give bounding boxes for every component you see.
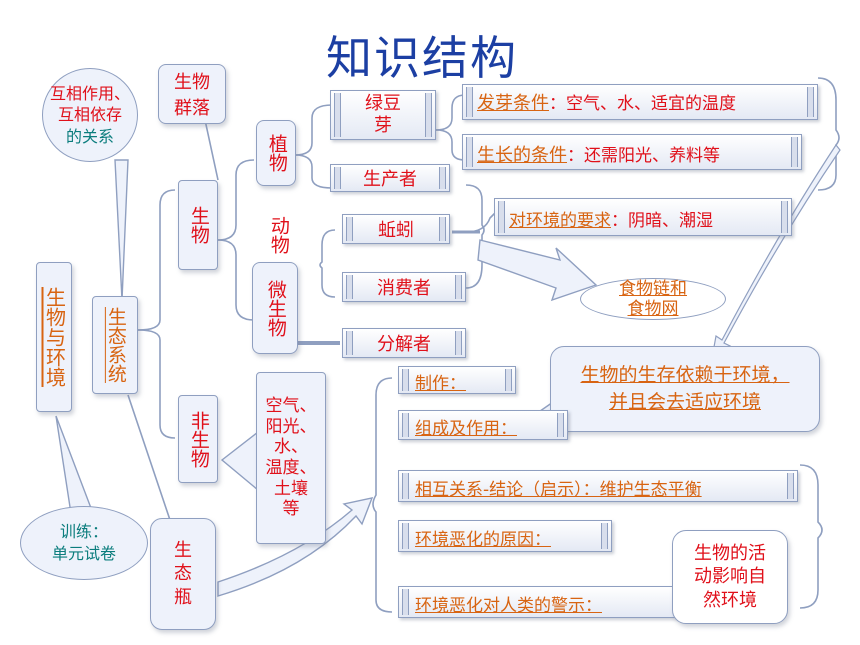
activity-callout: 生物的活 动影响自 然环境 (672, 530, 788, 624)
mung-bean-node: 绿豆 芽 (330, 90, 436, 140)
bottle-item-composition: 组成及作用： (398, 410, 568, 440)
training-line-2: 单元试卷 (51, 544, 116, 563)
eco-bottle-char-3: 瓶 (174, 586, 192, 608)
factor-air: 空气、 (265, 395, 317, 416)
page-title: 知识结构 (326, 31, 518, 85)
eco-bottle-node: 生 态 瓶 (150, 518, 216, 630)
tail-training (55, 415, 95, 521)
arrow-bottle-items (217, 497, 374, 597)
nonliving-factors-node: 空气、 阳光、 水、 温度、 土壤 等 (256, 372, 326, 544)
bottle-item-make-label: 制作： (415, 374, 466, 394)
ecosystem-label: 生态系统 (104, 307, 127, 383)
dependence-line-1: 生物的生存依赖于环境， (580, 364, 790, 387)
relations-callout: 互相作用、 互相依存 的关系 (42, 68, 138, 162)
eco-bottle-char-2: 态 (174, 563, 192, 585)
food-chain-node: 食物链和 食物网 (580, 278, 726, 320)
mung-bean-line-2: 芽 (374, 115, 392, 136)
nonbiology-node: 非生物 (178, 395, 218, 483)
bottle-item-make: 制作： (398, 366, 516, 394)
bottle-item-degradation-warning-label: 环境恶化对人类的警示： (415, 596, 602, 616)
community-line-1: 生物 (174, 72, 210, 93)
brace-ecosystem-upper (137, 189, 176, 331)
producer-node: 生产者 (330, 164, 450, 192)
animals-label: 动物 (267, 216, 290, 254)
growth-condition: 生长的条件：还需阳光、养料等 (462, 134, 802, 170)
dependence-callout: 生物的生存依赖于环境， 并且会去适应环境 (550, 346, 820, 432)
activity-line-1: 生物的活 (694, 542, 766, 564)
relations-line-1: 互相作用、 (49, 83, 130, 103)
bottle-item-relation: 相互关系-结论（启示）：维护生态平衡 (398, 470, 798, 502)
producer-label: 生产者 (363, 169, 417, 190)
factor-soil: 土壤 (274, 478, 308, 499)
ecosystem-node: 生态系统 (92, 296, 138, 394)
microbes-node: 微生物 (252, 262, 298, 354)
brace-ecosystem-lower (137, 329, 176, 439)
bottle-item-relation-label: 相互关系-结论（启示）：维护生态平衡 (415, 480, 702, 500)
root-label: 生物与环境 (42, 287, 67, 387)
brace-bio-upper (217, 159, 255, 241)
training-callout: 训练： 单元试卷 (20, 506, 148, 580)
biology-label: 生物 (187, 206, 210, 244)
root-node: 生物与环境 (36, 262, 72, 412)
activity-line-3: 然环境 (703, 589, 757, 611)
biology-node: 生物 (178, 180, 218, 270)
community-line-2: 群落 (174, 98, 210, 119)
relations-line-2: 互相依存 (57, 105, 122, 125)
earthworm-node: 蚯蚓 (342, 214, 450, 244)
decomposer-label: 分解者 (377, 334, 431, 355)
plants-label: 植物 (265, 134, 288, 172)
plants-node: 植物 (256, 120, 296, 186)
env-requirement: 对环境的要求：阴暗、潮湿 (494, 198, 792, 236)
bottle-item-degradation-cause: 环境恶化的原因： (398, 520, 612, 552)
consumer-node: 消费者 (342, 272, 466, 302)
germination-label: 发芽条件 (477, 93, 549, 114)
decomposer-node: 分解者 (342, 328, 466, 358)
factor-water: 水、 (274, 437, 308, 458)
training-line-1: 训练： (59, 522, 108, 542)
bottle-item-degradation-cause-label: 环境恶化的原因： (415, 530, 551, 550)
germination-text: ：空气、水、适宜的温度 (549, 94, 736, 114)
tail-relations (114, 159, 129, 301)
eco-bottle-char-1: 生 (174, 539, 192, 561)
factor-etc: 等 (282, 499, 300, 520)
env-requirement-text: ：阴暗、潮湿 (611, 211, 713, 231)
growth-label: 生长的条件 (477, 145, 567, 166)
mung-bean-line-1: 绿豆 (365, 92, 401, 114)
factor-temperature: 温度、 (265, 458, 317, 478)
bottle-item-composition-label: 组成及作用： (415, 419, 517, 439)
community-node: 生物 群落 (158, 64, 226, 124)
activity-line-2: 动影响自 (694, 566, 766, 588)
brace-bio-lower (217, 239, 255, 321)
germination-condition: 发芽条件：空气、水、适宜的温度 (462, 84, 818, 120)
nonbiology-label: 非生物 (187, 410, 210, 468)
bottle-item-degradation-warning: 环境恶化对人类的警示： (398, 586, 686, 618)
growth-text: ：还需阳光、养料等 (567, 146, 720, 166)
food-chain-line-2: 食物网 (627, 299, 679, 319)
earthworm-label: 蚯蚓 (378, 220, 414, 241)
microbes-label: 微生物 (264, 279, 287, 337)
factor-sunlight: 阳光、 (265, 416, 317, 437)
arrow-to-foodweb (477, 239, 598, 302)
consumer-label: 消费者 (377, 278, 431, 299)
animals-node: 动物 (258, 202, 298, 268)
relations-line-3: 的关系 (65, 126, 114, 146)
arrow-to-dependence (711, 143, 841, 360)
env-requirement-label: 对环境的要求 (509, 211, 611, 231)
food-chain-line-1: 食物链和 (619, 278, 687, 299)
dependence-line-2: 并且会去适应环境 (608, 391, 761, 413)
